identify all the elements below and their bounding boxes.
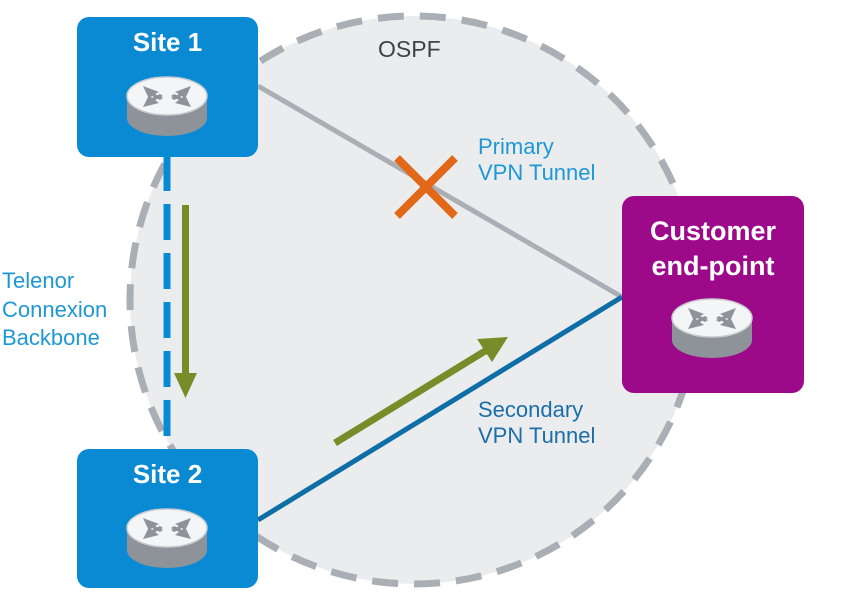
primary-vpn-label: Primary VPN Tunnel [478,134,595,186]
failover-arrow-diagonal [333,337,508,446]
secondary-vpn-label-line1: Secondary [478,397,584,422]
customer-title-line2: end-point [651,251,775,281]
x-mark-icon [394,155,458,219]
router-icon [671,298,753,358]
backbone-label: Telenor Connexion Backbone [2,267,107,353]
backbone-label-line3: Backbone [2,325,100,351]
ospf-label: OSPF [378,36,441,62]
secondary-vpn-label: Secondary VPN Tunnel [478,397,595,449]
customer-endpoint-node[interactable]: Customer end-point [622,196,804,393]
failover-arrow-down [174,205,197,398]
backbone-label-line2: Connexion [2,296,108,322]
primary-vpn-label-line1: Primary [478,134,554,159]
site-2-title: Site 2 [132,459,203,489]
customer-title-line1: Customer [649,216,777,246]
secondary-vpn-tunnel-line [256,294,624,523]
backbone-label-line1: Telenor [2,268,75,293]
router-icon [126,508,208,568]
primary-vpn-label-line2: VPN Tunnel [478,159,596,185]
primary-vpn-tunnel-line [256,83,624,300]
router-icon [126,76,208,136]
site-1-title: Site 1 [132,27,203,57]
secondary-vpn-label-line2: VPN Tunnel [478,422,596,448]
